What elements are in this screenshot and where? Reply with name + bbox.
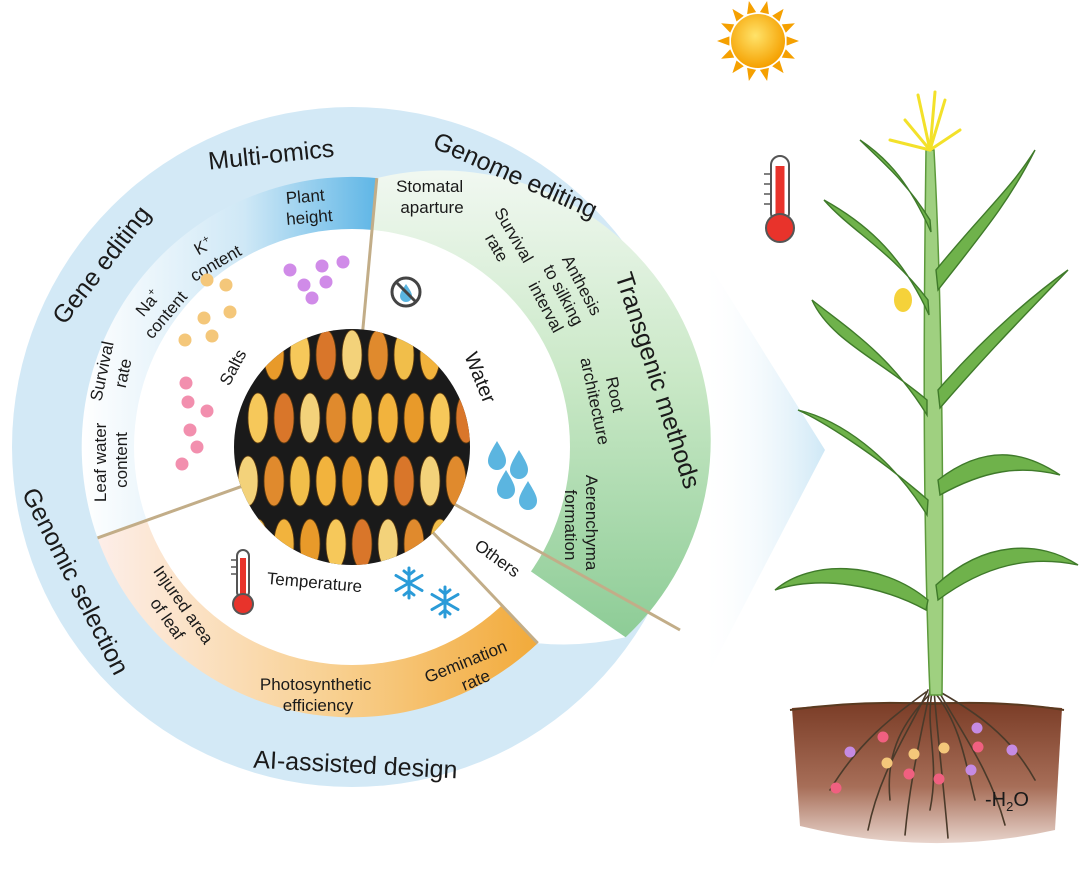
trait-aerenchyma-formation: Aerenchyma formation [561, 475, 601, 575]
salt-particles [175, 255, 350, 471]
trait-plant-height: Plant height [284, 185, 334, 229]
maize-cob [377, 518, 399, 565]
connector-arrow [700, 250, 825, 690]
maize-cob [429, 392, 451, 444]
sun-ray [721, 49, 735, 59]
trait-photosynthetic-efficiency: Photosynthetic efficiency [260, 675, 376, 715]
maize-cob [289, 455, 311, 507]
maize-cob [325, 392, 347, 444]
thermometer-icon [764, 155, 795, 243]
sun-ray [747, 67, 757, 81]
sun-ray [772, 60, 784, 74]
trait-leaf-water-content: Leaf water content [91, 418, 131, 502]
thermometer-icon [231, 549, 254, 615]
sun-ray [732, 8, 744, 22]
sun-ray [759, 67, 769, 81]
maize-roots [829, 689, 1036, 839]
sun-ray [781, 23, 795, 33]
sun-ray [772, 8, 784, 22]
maize-cob [247, 392, 269, 444]
sun-icon [717, 1, 799, 81]
maize-cob [341, 329, 363, 381]
maize-cob [393, 455, 415, 507]
sun-ray [781, 49, 795, 59]
no-water-icon [390, 276, 422, 308]
trait-stomatal-aparture: Stomatal aparture [396, 177, 468, 217]
maize-cob [273, 392, 295, 444]
sun-ray [747, 1, 757, 15]
maize-cob [377, 392, 399, 444]
maize-cob [419, 455, 441, 507]
maize-cob [403, 392, 425, 444]
soil [792, 702, 1062, 844]
maize-cob [341, 455, 363, 507]
maize-cob [315, 329, 337, 381]
maize-cob [315, 455, 337, 507]
sun-ray [786, 36, 799, 46]
soil-ions [830, 722, 1018, 794]
sun-ray [721, 23, 735, 33]
maize-plant-image [774, 90, 1079, 696]
sun-ray [717, 36, 730, 46]
sun-ray [759, 1, 769, 15]
maize-cob [263, 455, 285, 507]
maize-cob [367, 455, 389, 507]
maize-cob [351, 392, 373, 444]
maize-cob [367, 329, 389, 381]
maize-cob [325, 518, 347, 565]
sun-ray [732, 60, 744, 74]
maize-cob [299, 392, 321, 444]
maize-kernels-image [234, 329, 470, 565]
maize-cob [351, 518, 373, 565]
soil-water-loss-label: -H2O [985, 789, 1029, 814]
